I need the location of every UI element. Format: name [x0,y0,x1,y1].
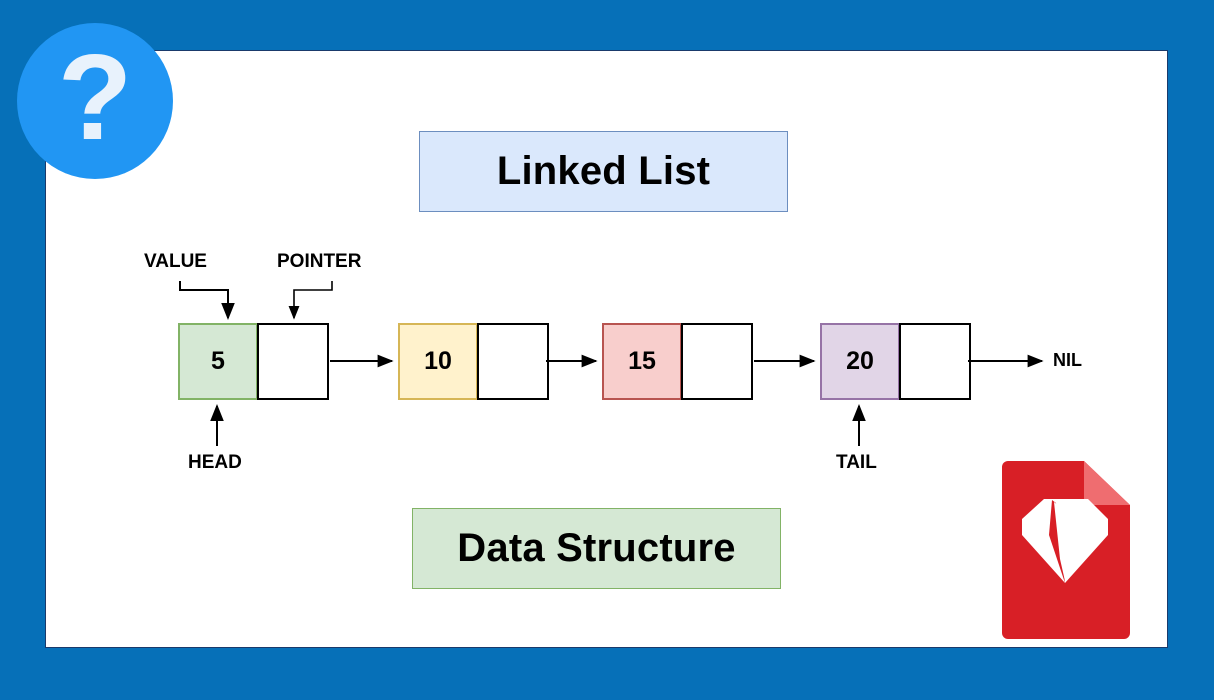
subtitle-label: Data Structure [412,508,781,589]
list-node-3: 15 [602,323,753,400]
node-value-1: 5 [178,323,258,400]
node-value-3: 15 [602,323,682,400]
page-title: Linked List [419,131,788,212]
node-value-2: 10 [398,323,478,400]
head-annotation-label: HEAD [188,452,242,473]
list-node-4: 20 [820,323,971,400]
list-node-1: 5 [178,323,329,400]
node-pointer-1 [257,323,329,400]
node-value-4: 20 [820,323,900,400]
nil-annotation-label: NIL [1053,350,1082,370]
svg-text:?: ? [58,29,133,165]
pointer-annotation-label: POINTER [277,251,362,272]
node-pointer-4 [899,323,971,400]
ruby-file-icon [996,459,1132,641]
node-pointer-3 [681,323,753,400]
tail-annotation-label: TAIL [836,452,877,473]
value-annotation-label: VALUE [144,251,207,272]
node-pointer-2 [477,323,549,400]
question-mark-circle-icon: ? [17,23,173,179]
list-node-2: 10 [398,323,549,400]
